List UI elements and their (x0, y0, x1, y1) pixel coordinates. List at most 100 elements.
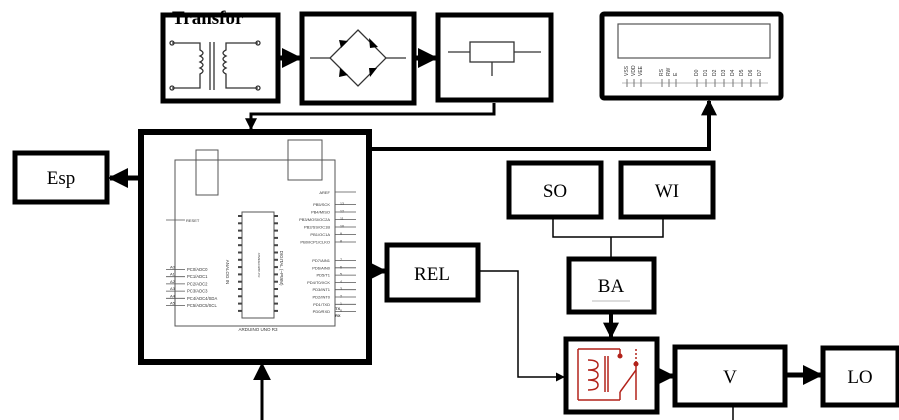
lcd-pin-label: D5 (739, 69, 745, 76)
voltage-block: V (672, 344, 788, 408)
portb-pin-number: 11 (340, 217, 344, 221)
analog-pin-label: PC3/ADC3 (187, 289, 208, 294)
portd-pin-number: 6 (340, 265, 342, 269)
portd-pin-label: PD2/INT0 (312, 295, 330, 300)
load-block: LO (820, 345, 899, 408)
regulator-icon (448, 41, 541, 76)
relay-block: REL (384, 242, 481, 303)
load-label: LO (847, 367, 872, 388)
arduino-board-outline (174, 159, 336, 327)
portd-pin-label: PD7/AIN1 (312, 258, 331, 263)
analog-pin-number: A4 (170, 293, 176, 298)
lcd-pin-label: RW (666, 67, 672, 76)
chip-label: ATMEGA328P-PU (257, 253, 261, 278)
portb-pin-label: PB4/MISO (311, 210, 330, 215)
atmega-chip (241, 211, 275, 319)
usb-connector (195, 149, 219, 196)
transformer-icon (169, 40, 261, 91)
rx-label: RX (335, 313, 341, 318)
power-jack (287, 139, 323, 181)
portb-pin-number: 10 (340, 225, 344, 229)
lcd-pin-label: VEE (638, 65, 644, 76)
analog-pin-label: PC4/ADC4/SDA (187, 296, 217, 301)
digital-label: DIGITAL (~PWM) (279, 251, 284, 286)
lcd-pin-label: D1 (703, 69, 709, 76)
esp-block: Esp (12, 150, 110, 205)
relay-label: REL (414, 264, 450, 285)
battery-label: BA (598, 276, 625, 297)
portd-pin-label: PD6/AIN0 (312, 265, 331, 270)
relay-coil-icon (577, 348, 639, 401)
lcd-pin-label: VSS (624, 65, 630, 76)
analog-pin-number: A3 (170, 286, 176, 291)
portb-pin-label: PB0/ICP1/CLKO (300, 240, 330, 245)
arrow-regulator-arduino (245, 103, 496, 131)
lcd-pin-label: D4 (730, 69, 736, 76)
portd-pin-number: 3 (340, 287, 342, 291)
portb-pin-number: 12 (340, 210, 344, 214)
analog-pin-number: A5 (170, 301, 176, 306)
portd-pin-label: PD0/RXD (313, 309, 330, 314)
arduino-block: AREF RESET ANALOG IN DIGITAL (~PWM) ATME… (138, 129, 372, 365)
rectifier-block (299, 11, 417, 106)
lcd-pin-label: D3 (721, 69, 727, 76)
solar-wind-connector (552, 219, 664, 238)
lcd-pin-label: RS (659, 68, 665, 76)
portb-pin-label: PB1/OC1A (310, 232, 330, 237)
arrow-relay-switch (480, 270, 565, 382)
lcd-screen (617, 23, 771, 59)
portb-pin-number: 8 (340, 240, 342, 244)
portd-pin-number: 1 (340, 302, 342, 306)
portd-pin-number: 4 (340, 280, 342, 284)
lcd-pin-label: D0 (694, 69, 700, 76)
analog-pin-label: PC0/ADC0 (187, 267, 208, 272)
analog-pin-label: PC2/ADC2 (187, 281, 208, 286)
portd-pin-label: PD1/TXD (313, 302, 330, 307)
board-name-label: ARDUINO UNO R3 (238, 327, 278, 332)
transformer-label: Transfor (172, 8, 244, 29)
arrow-arduino-lcd (371, 99, 717, 151)
analog-pin-number: A2 (170, 279, 176, 284)
chip-legs (238, 215, 278, 312)
lcd-pin-label: VDD (631, 65, 637, 76)
bridge-rectifier-icon (310, 29, 406, 87)
portb-pin-number: 9 (340, 232, 342, 236)
wind-block: WI (618, 160, 716, 220)
aref-label: AREF (319, 190, 330, 195)
analog-pin-label: PC5/ADC5/SCL (187, 303, 217, 308)
portb-pin-number: 13 (340, 202, 344, 206)
portd-pin-label: PD5/T1 (316, 273, 330, 278)
lcd-pin-label: D2 (712, 69, 718, 76)
wind-label: WI (655, 181, 679, 202)
portd-pin-number: 5 (340, 273, 342, 277)
portd-pin-label: PD3/INT1 (312, 287, 330, 292)
portd-pin-number: 0 (340, 309, 342, 313)
portd-pin-number: 2 (340, 295, 342, 299)
portd-pin-label: PD4/T0/XCK (307, 280, 330, 285)
voltage-label: V (723, 367, 737, 388)
switch-block (563, 336, 660, 415)
tx-label: TX (335, 306, 340, 311)
reset-label: RESET (186, 218, 200, 223)
solar-label: SO (543, 181, 567, 202)
analog-pin-label: PC1/ADC1 (187, 274, 208, 279)
regulator-block (435, 12, 554, 103)
portb-pin-label: PB5/SCK (313, 202, 330, 207)
portb-pin-label: PB3/MOSI/OC2A (299, 217, 330, 222)
solar-block: SO (506, 160, 604, 220)
portd-pin-number: 7 (340, 258, 342, 262)
battery-block: BA (566, 256, 657, 315)
analog-in-label: ANALOG IN (225, 260, 230, 285)
transformer-block: Transfor (160, 8, 281, 104)
analog-pin-number: A0 (170, 265, 176, 270)
lcd-pin-label: D7 (757, 69, 763, 76)
portb-pin-label: PB2/SS/OC1B (304, 225, 330, 230)
lcd-pin-label: D6 (748, 69, 754, 76)
lcd-pin-label: E (673, 72, 679, 76)
